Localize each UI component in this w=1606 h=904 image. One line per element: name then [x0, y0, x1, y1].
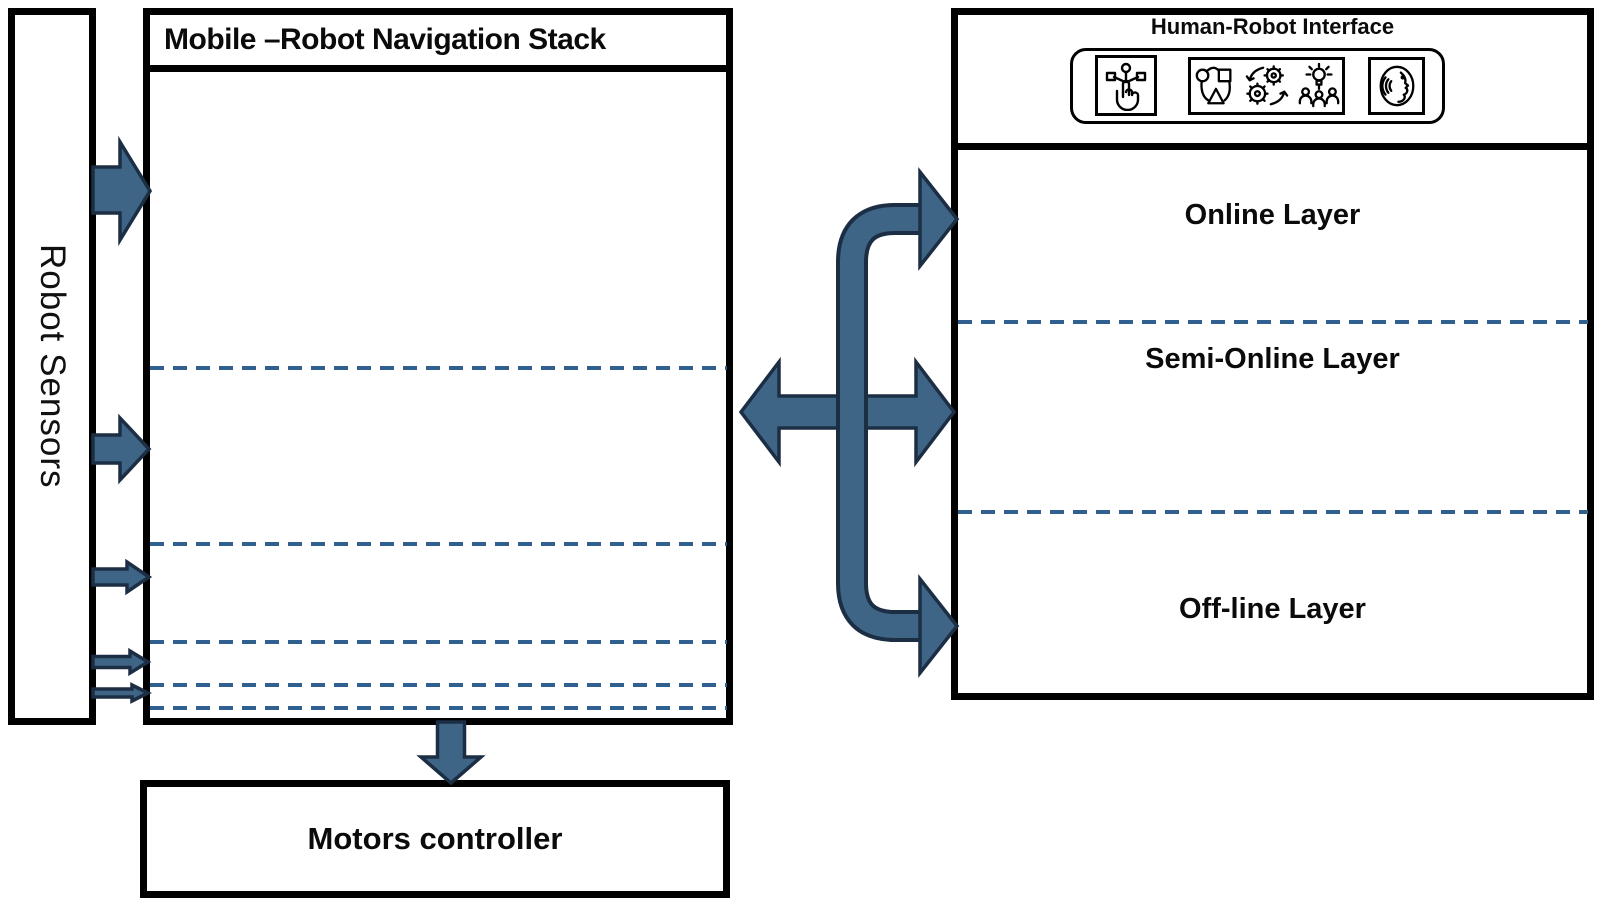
online-layer-label: Online Layer [1184, 199, 1361, 231]
nav-dashed-separator-4 [150, 683, 727, 687]
gears-automation-icon [1245, 65, 1288, 106]
sensor-arrow-5 [91, 682, 152, 704]
hri-branch-outline [836, 203, 921, 642]
sensor-arrow-4 [91, 647, 152, 677]
hri-branch [840, 207, 921, 638]
semi-online-layer-label: Semi-Online Layer [1145, 343, 1400, 375]
nav-dashed-separator-3 [150, 640, 727, 644]
hri-mid-icon-group [1188, 57, 1345, 115]
touch-gesture-icon-cell [1095, 55, 1157, 116]
hri-dashed-separator-2 [958, 510, 1588, 514]
hri-header [958, 15, 1587, 150]
hri-dashed-separator-1 [958, 320, 1588, 324]
nav-hri-double-arrow [738, 356, 957, 468]
motors-controller-box: Motors controller [140, 780, 730, 898]
robot-sensors-label: Robot Sensors [33, 244, 72, 489]
navigation-stack-title: Mobile –Robot Navigation Stack [164, 23, 606, 56]
nav-dashed-separator-5 [150, 706, 727, 710]
offline-layer-label: Off-line Layer [1179, 593, 1366, 625]
sensor-arrow-3 [91, 558, 153, 596]
navigation-stack-title-bar: Mobile –Robot Navigation Stack [150, 15, 726, 72]
voice-interaction-icon-cell [1368, 57, 1425, 115]
nav-to-motors-arrow [416, 720, 486, 786]
sensor-arrow-2 [91, 413, 152, 485]
touch-gesture-icon [1105, 62, 1147, 111]
nav-dashed-separator-1 [150, 366, 727, 370]
shapes-workflow-icon [1195, 66, 1231, 105]
sensor-arrow-1 [91, 135, 153, 247]
hri-title: Human-Robot Interface [1150, 14, 1395, 39]
voice-interaction-icon [1379, 65, 1414, 107]
team-idea-icon [1298, 63, 1339, 108]
robot-sensors-box: Robot Sensors [8, 8, 96, 725]
motors-controller-label: Motors controller [307, 821, 563, 856]
nav-dashed-separator-2 [150, 542, 727, 546]
